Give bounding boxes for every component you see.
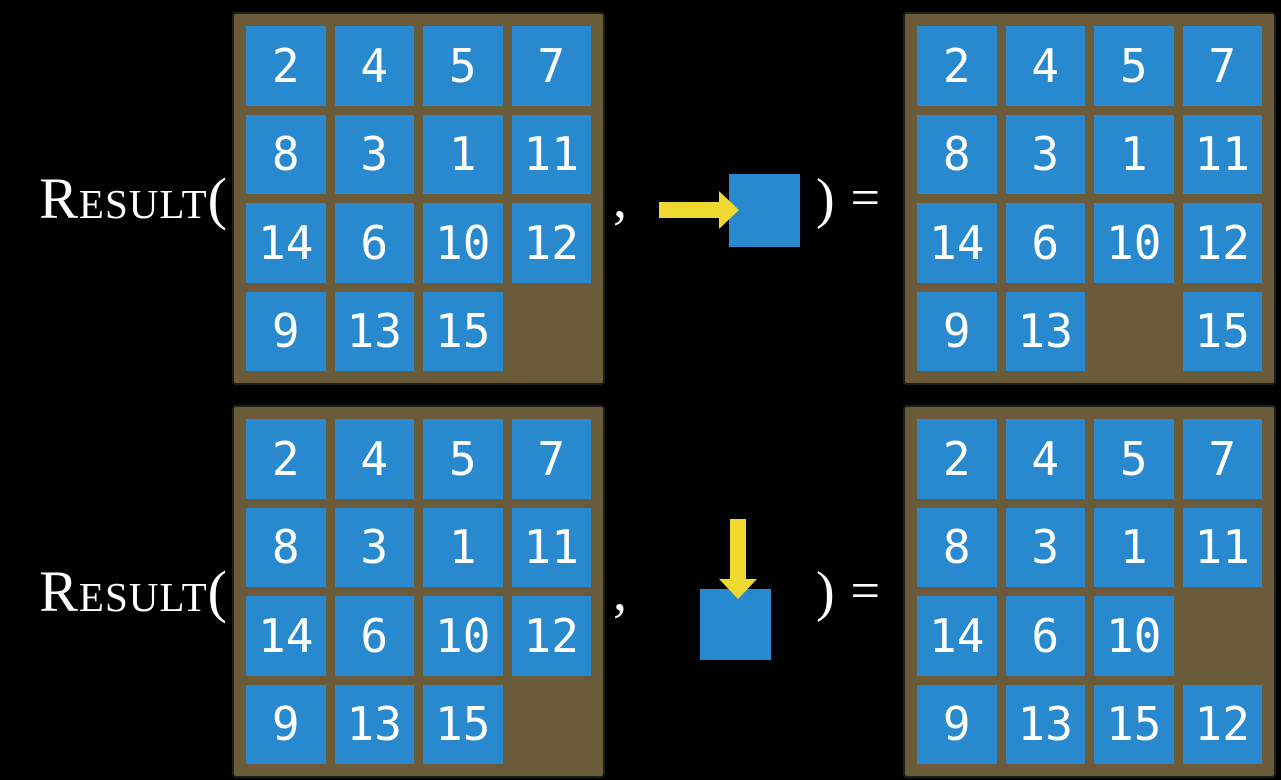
puzzle-tile-12: 12 <box>511 596 591 676</box>
puzzle-tile-7: 7 <box>511 419 591 499</box>
puzzle-tile-12: 12 <box>1182 203 1262 283</box>
puzzle-tile-7: 7 <box>1182 26 1262 106</box>
puzzle-tile-5: 5 <box>1094 26 1174 106</box>
puzzle-tile-12: 12 <box>1182 684 1262 764</box>
close-paren-equals: ) = <box>800 12 896 385</box>
puzzle-tile-2: 2 <box>917 26 997 106</box>
puzzle-tile-9: 9 <box>917 684 997 764</box>
puzzle-tile-6: 6 <box>334 596 414 676</box>
puzzle-tile-12: 12 <box>511 203 591 283</box>
puzzle-tile-7: 7 <box>1182 419 1262 499</box>
puzzle-tile-1: 1 <box>1094 114 1174 194</box>
blank-cell <box>1183 596 1263 676</box>
comma-separator: , <box>613 167 627 230</box>
puzzle-tile-2: 2 <box>917 419 997 499</box>
puzzle-tile-4: 4 <box>1005 419 1085 499</box>
puzzle-tile-3: 3 <box>1005 114 1085 194</box>
puzzle-tile-9: 9 <box>917 291 997 371</box>
puzzle-tile-13: 13 <box>1005 291 1085 371</box>
close-paren-equals: ) = <box>800 405 896 778</box>
puzzle-tile-1: 1 <box>423 507 503 587</box>
close-paren: ) <box>816 167 835 230</box>
puzzle-tile-8: 8 <box>917 114 997 194</box>
puzzle-tile-6: 6 <box>334 203 414 283</box>
puzzle-tile-8: 8 <box>917 507 997 587</box>
puzzle-tile-11: 11 <box>511 114 591 194</box>
puzzle-tile-4: 4 <box>1005 26 1085 106</box>
puzzle-tile-10: 10 <box>1094 203 1174 283</box>
puzzle-tile-5: 5 <box>423 26 503 106</box>
puzzle-tile-13: 13 <box>1005 684 1085 764</box>
puzzle-tile-8: 8 <box>246 114 326 194</box>
puzzle-tile-4: 4 <box>334 26 414 106</box>
puzzle-tile-11: 11 <box>1182 507 1262 587</box>
puzzle-tile-7: 7 <box>511 26 591 106</box>
puzzle-tile-5: 5 <box>1094 419 1174 499</box>
puzzle-tile-10: 10 <box>423 203 503 283</box>
close-paren: ) <box>816 560 835 623</box>
puzzle-tile-14: 14 <box>246 596 326 676</box>
result-function-label: Result( <box>39 166 228 231</box>
puzzle-tile-15: 15 <box>1182 291 1262 371</box>
puzzle-tile-5: 5 <box>423 419 503 499</box>
puzzle-tile-3: 3 <box>1005 507 1085 587</box>
right-arrow-icon <box>659 191 739 229</box>
puzzle-tile-15: 15 <box>423 291 503 371</box>
puzzle-tile-1: 1 <box>423 114 503 194</box>
puzzle-tile-13: 13 <box>334 291 414 371</box>
blank-cell <box>1094 292 1174 372</box>
blank-cell <box>512 292 592 372</box>
puzzle-tile-6: 6 <box>1005 596 1085 676</box>
equals-sign: = <box>850 563 880 620</box>
puzzle-tile-9: 9 <box>246 684 326 764</box>
puzzle-tile-15: 15 <box>1094 684 1174 764</box>
blank-cell <box>512 685 592 765</box>
puzzle-tile-9: 9 <box>246 291 326 371</box>
puzzle-tile-10: 10 <box>423 596 503 676</box>
puzzle-tile-14: 14 <box>246 203 326 283</box>
puzzle-tile-14: 14 <box>917 203 997 283</box>
result-function-label: Result( <box>39 559 228 624</box>
puzzle-tile-13: 13 <box>334 684 414 764</box>
puzzle-tile-1: 1 <box>1094 507 1174 587</box>
action-tile-down <box>700 589 771 660</box>
puzzle-tile-4: 4 <box>334 419 414 499</box>
down-arrow-icon <box>719 519 757 599</box>
equals-sign: = <box>850 170 880 227</box>
puzzle-tile-14: 14 <box>917 596 997 676</box>
puzzle-tile-10: 10 <box>1094 596 1174 676</box>
puzzle-tile-8: 8 <box>246 507 326 587</box>
puzzle-tile-11: 11 <box>511 507 591 587</box>
puzzle-tile-15: 15 <box>423 684 503 764</box>
puzzle-tile-11: 11 <box>1182 114 1262 194</box>
puzzle-tile-3: 3 <box>334 114 414 194</box>
action-tile-right <box>729 174 800 247</box>
puzzle-tile-2: 2 <box>246 419 326 499</box>
puzzle-tile-3: 3 <box>334 507 414 587</box>
puzzle-tile-6: 6 <box>1005 203 1085 283</box>
puzzle-tile-2: 2 <box>246 26 326 106</box>
comma-separator: , <box>613 560 627 623</box>
